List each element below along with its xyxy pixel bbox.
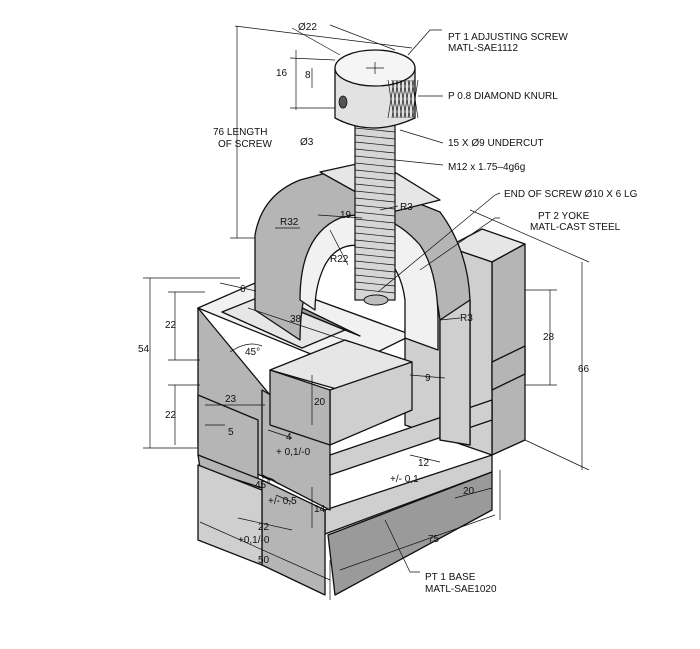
dim-22-left: 22 <box>165 320 177 331</box>
thread-line <box>354 260 396 266</box>
dimension-text: Ø22 16 8 Ø3 R32 19 R3 R22 R3 6 38 45° 22… <box>138 22 590 566</box>
screw-length-label-line1: 76 LENGTH <box>213 127 267 138</box>
thread-label: M12 x 1.75–4g6g <box>448 162 525 173</box>
screw-material-label: MATL-SAE1112 <box>448 43 518 54</box>
yoke-material-label: MATL-CAST STEEL <box>530 222 621 233</box>
thread-line <box>354 211 396 217</box>
dim-tolerance-pm01: +/- 0,1 <box>390 474 419 485</box>
thread-line <box>354 246 396 252</box>
knurl-label: P 0.8 DIAMOND KNURL <box>448 91 558 102</box>
dim-66: 66 <box>578 364 590 375</box>
dim-20-right: 20 <box>463 486 475 497</box>
dim-4: 4 <box>286 432 292 443</box>
dim-tolerance-01: + 0,1/-0 <box>276 447 311 458</box>
end-of-screw-label: END OF SCREW Ø10 X 6 LG <box>504 189 638 200</box>
thread-line <box>354 197 396 203</box>
thread-line <box>354 218 396 224</box>
dim-5: 5 <box>228 427 234 438</box>
dim-20-center: 20 <box>314 397 326 408</box>
dim-9: 9 <box>425 373 431 384</box>
yoke-part-label: PT 2 YOKE <box>538 211 590 222</box>
thread-line <box>354 232 396 238</box>
dim-6: 6 <box>240 284 246 295</box>
dim-12: 12 <box>418 458 430 469</box>
dimension-lines <box>143 24 590 600</box>
thread-line <box>354 190 396 196</box>
yoke-part <box>254 159 471 446</box>
dim-22-lower: 22 <box>165 410 177 421</box>
thread-line <box>354 176 396 182</box>
thread-line <box>354 288 396 294</box>
dim-tolerance-05: +/- 0,5 <box>268 496 297 507</box>
thread-line <box>354 162 396 168</box>
dim-r22: R22 <box>330 254 349 265</box>
dim-28: 28 <box>543 332 555 343</box>
dim-23: 23 <box>225 394 237 405</box>
thread-line <box>354 281 396 287</box>
thread-line <box>354 141 396 147</box>
dim-38: 38 <box>290 314 302 325</box>
knurl-line <box>411 79 419 119</box>
dim-angle-45-lower: 45° <box>255 480 270 491</box>
dim-diameter-22: Ø22 <box>298 22 317 33</box>
dim-19: 19 <box>340 210 352 221</box>
dim-22-bottom: 22 <box>258 522 270 533</box>
dim-8: 8 <box>305 70 311 81</box>
dim-75: 75 <box>428 534 440 545</box>
thread-line <box>354 253 396 259</box>
dim-54: 54 <box>138 344 150 355</box>
dim-14: 14 <box>314 504 326 515</box>
dim-tolerance-01-bottom: +0,1/-0 <box>238 535 270 546</box>
dim-r3-side: R3 <box>460 313 473 324</box>
thread-line <box>354 225 396 231</box>
thread-line <box>354 239 396 245</box>
base-part-label: PT 1 BASE <box>425 572 476 583</box>
base-material-label: MATL-SAE1020 <box>425 584 497 595</box>
thread-line <box>354 274 396 280</box>
undercut-label: 15 X Ø9 UNDERCUT <box>448 138 544 149</box>
thread-line <box>354 127 396 133</box>
thread-line <box>354 148 396 154</box>
dim-diameter-3: Ø3 <box>300 137 314 148</box>
dim-50: 50 <box>258 555 270 566</box>
screw-length-label-line2: OF SCREW <box>218 139 272 150</box>
dim-16: 16 <box>276 68 288 79</box>
thread-line <box>354 155 396 161</box>
screw-part-label: PT 1 ADJUSTING SCREW <box>448 32 568 43</box>
dim-r3-top: R3 <box>400 202 413 213</box>
dim-r32: R32 <box>280 217 299 228</box>
callout-text: PT 1 ADJUSTING SCREW MATL-SAE1112 P 0.8 … <box>213 32 638 595</box>
thread-line <box>354 183 396 189</box>
thread-line <box>354 134 396 140</box>
adjusting-screw <box>334 49 419 306</box>
dim-angle-45-top: 45° <box>245 347 260 358</box>
thread-line <box>354 267 396 273</box>
thread-line <box>354 169 396 175</box>
